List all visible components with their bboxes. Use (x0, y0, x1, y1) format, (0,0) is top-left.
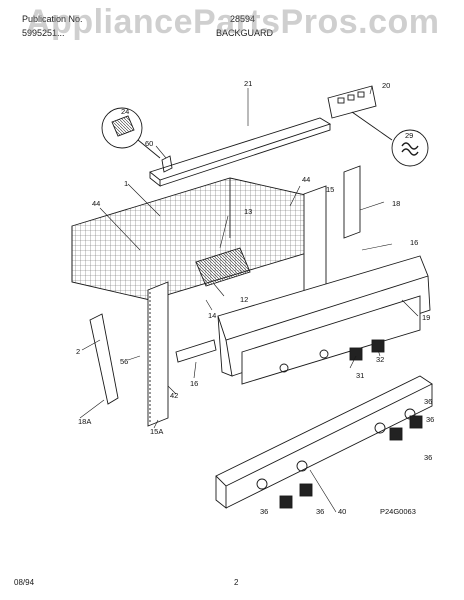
lower-knobs (279, 415, 423, 509)
footer-page: 2 (234, 578, 239, 587)
callout: 15 (326, 185, 334, 194)
callout: 44 (92, 199, 100, 208)
top-trim-bar (149, 117, 332, 187)
callout: 16 (410, 238, 418, 247)
model-number: 28594 (230, 14, 256, 24)
leader-lines (79, 85, 419, 513)
callout: 24 (121, 107, 129, 116)
callout: 36 (316, 507, 324, 516)
gasket-strip (89, 313, 119, 405)
callout: 36 (424, 397, 432, 406)
callout: 13 (244, 207, 252, 216)
rear-backguard-panel (71, 177, 311, 301)
clock-control-board (327, 85, 377, 119)
mounting-channel (175, 339, 217, 363)
callout: 21 (244, 79, 252, 88)
left-end-cap (147, 281, 169, 427)
callout: 60 (145, 139, 153, 148)
callout: 18A (78, 417, 91, 426)
callout: 29 (405, 131, 413, 140)
callout: 1 (124, 179, 128, 188)
callout: 32 (376, 355, 384, 364)
callout: 40 (338, 507, 346, 516)
callout: 16 (190, 379, 198, 388)
callout: 36 (426, 415, 434, 424)
callout: 31 (356, 371, 364, 380)
callout: 18 (392, 199, 400, 208)
callout: 14 (208, 311, 216, 320)
footer-date: 08/94 (14, 578, 35, 587)
callout: 36 (260, 507, 268, 516)
callout: 56 (120, 357, 128, 366)
callout: 20 (382, 81, 390, 90)
lower-trim-panel (215, 375, 433, 509)
publication-label: Publication No. (22, 14, 83, 24)
figure-code: P24G0063 (380, 507, 416, 516)
callout: 42 (170, 391, 178, 400)
callout: 2 (76, 347, 80, 356)
watermark: AppliancePartsPros.com (26, 3, 440, 41)
detail-circle-switch (101, 107, 161, 159)
callout: 19 (422, 313, 430, 322)
section-title: BACKGUARD (216, 28, 274, 38)
detail-circle-spring (351, 111, 429, 167)
clip-part (161, 155, 173, 173)
callout: 36 (424, 453, 432, 462)
callout: 44 (302, 175, 310, 184)
callout: 15A (150, 427, 163, 436)
callout-labels: 21 20 24 60 29 1 44 44 15 13 18 16 12 14… (76, 79, 434, 516)
publication-number: 5995251... (22, 28, 65, 38)
control-knobs (349, 339, 385, 361)
graphic-overlay-panel (241, 295, 421, 385)
callout: 12 (240, 295, 248, 304)
switch-cluster (195, 247, 251, 287)
